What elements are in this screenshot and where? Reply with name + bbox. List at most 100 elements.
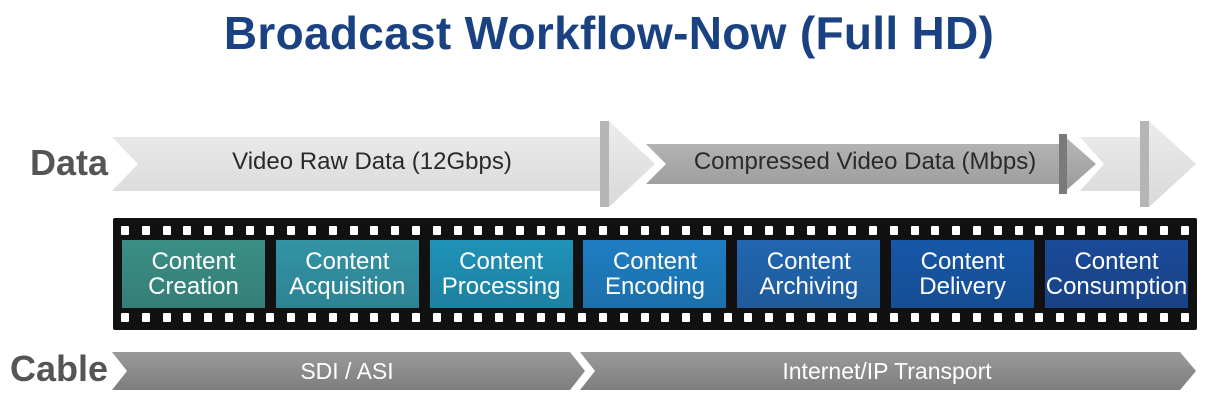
film-perforation	[1097, 226, 1106, 235]
cable-row-label: Cable	[10, 348, 109, 389]
film-perforation	[266, 313, 275, 322]
film-perforation	[931, 313, 940, 322]
film-perforation	[1180, 226, 1189, 235]
film-perforation	[827, 226, 836, 235]
film-perforation	[121, 226, 129, 235]
film-perforation	[952, 226, 961, 235]
delivery-data-arrow-head	[1149, 121, 1196, 207]
film-perforation	[183, 313, 192, 322]
film-perforation	[640, 313, 649, 322]
film-perforation	[640, 226, 649, 235]
stage-label-line1: Content	[766, 248, 851, 275]
film-perforation	[349, 226, 358, 235]
film-perforation	[432, 226, 441, 235]
film-perforation	[993, 226, 1002, 235]
data-row-label: Data	[30, 142, 109, 183]
stage-label-line1: Content	[920, 248, 1005, 275]
film-perforation	[162, 313, 171, 322]
film-perforation	[204, 313, 213, 322]
stage-label-line2: Archiving	[759, 273, 859, 300]
film-perforation	[765, 226, 774, 235]
film-perforation	[1014, 226, 1023, 235]
film-perforation	[557, 226, 566, 235]
film-perforation	[1180, 313, 1189, 322]
film-perforation	[973, 226, 982, 235]
film-perforation	[162, 226, 171, 235]
stage-label-line2: Consumption	[1045, 273, 1188, 300]
film-perforation	[536, 313, 545, 322]
film-perforation	[224, 313, 233, 322]
ip-cable-label: Internet/IP Transport	[782, 358, 992, 384]
film-perforation	[453, 226, 462, 235]
film-perforation	[411, 226, 420, 235]
film-perforation	[1056, 313, 1065, 322]
stage-label-line2: Encoding	[604, 273, 706, 300]
film-perforation	[723, 313, 732, 322]
film-perforation	[723, 226, 732, 235]
film-perforation	[661, 226, 670, 235]
film-perforation	[1139, 226, 1148, 235]
film-perforation	[536, 226, 545, 235]
film-perforation	[806, 313, 815, 322]
film-perforation	[391, 313, 400, 322]
stage-label-line1: Content	[305, 248, 390, 275]
film-perforation	[702, 226, 711, 235]
film-perforation	[702, 313, 711, 322]
film-perforation	[682, 313, 691, 322]
film-perforation	[515, 226, 524, 235]
film-perforation	[308, 313, 317, 322]
film-perforation	[848, 313, 857, 322]
film-perforation	[578, 313, 587, 322]
film-perforation	[1139, 313, 1148, 322]
film-perforation	[744, 226, 753, 235]
film-perforation	[1097, 313, 1106, 322]
film-perforations-bottom	[121, 313, 1189, 322]
film-perforation	[661, 313, 670, 322]
film-perforation	[931, 226, 940, 235]
film-perforation	[183, 226, 192, 235]
film-perforation	[141, 226, 150, 235]
film-perforation	[453, 313, 462, 322]
film-perforation	[557, 313, 566, 322]
film-perforation	[765, 313, 774, 322]
film-perforation	[910, 313, 919, 322]
stage-label-line2: Delivery	[919, 273, 1006, 300]
film-perforation	[806, 226, 815, 235]
film-perforation	[786, 226, 794, 235]
film-perforation	[495, 226, 504, 235]
film-perforation	[744, 313, 753, 322]
film-perforation	[869, 313, 878, 322]
stage-label-line1: Content	[151, 248, 236, 275]
film-perforation	[474, 313, 483, 322]
film-perforation	[370, 313, 379, 322]
raw-arrow-divider	[600, 121, 609, 207]
film-perforation	[141, 313, 150, 322]
film-perforation	[1118, 226, 1127, 235]
film-perforation	[598, 313, 607, 322]
stage-label-line2: Acquisition	[289, 273, 406, 300]
film-perforation	[349, 313, 358, 322]
film-perforation	[786, 313, 794, 322]
film-perforation	[224, 226, 233, 235]
film-perforation	[869, 226, 878, 235]
film-perforation	[993, 313, 1002, 322]
film-perforation	[1076, 313, 1085, 322]
film-perforation	[391, 226, 400, 235]
film-perforation	[1076, 226, 1085, 235]
film-perforation	[204, 226, 213, 235]
film-perforation	[1014, 313, 1023, 322]
stage-label-line1: Content	[459, 248, 544, 275]
film-perforation	[328, 313, 337, 322]
film-perforations-top	[121, 226, 1189, 235]
stage-label-line1: Content	[612, 248, 698, 275]
film-perforation	[1118, 313, 1127, 322]
film-perforation	[121, 313, 129, 322]
film-perforation	[1035, 313, 1044, 322]
film-perforation	[432, 313, 441, 322]
